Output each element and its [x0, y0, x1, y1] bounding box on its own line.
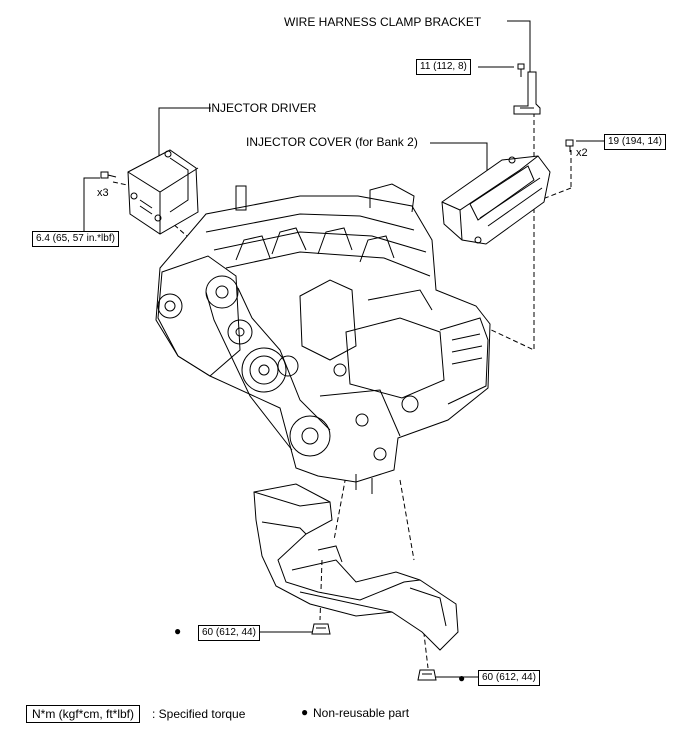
driver-label: INJECTOR DRIVER [208, 101, 317, 115]
cover-bolt-icon [565, 139, 574, 152]
bracket-label: WIRE HARNESS CLAMP BRACKET [284, 15, 482, 29]
cover-torque-box: 19 (194, 14) [604, 134, 666, 150]
driver-bolt-icon [100, 171, 117, 179]
mount-right-torque-box: 60 (612, 44) [478, 670, 540, 686]
legend-non-reusable-text: Non-reusable part [313, 706, 410, 720]
cover-label: INJECTOR COVER (for Bank 2) [246, 135, 418, 149]
mount-nut-right-icon [417, 669, 437, 681]
bracket-torque-box: 11 (112, 8) [416, 59, 471, 75]
injector-driver [127, 149, 199, 235]
non-reusable-marker-right: ● [458, 671, 466, 685]
legend-torque-text: : Specified torque [152, 707, 246, 721]
bracket-bolt-icon [517, 63, 525, 77]
mount-nut-left-icon [311, 623, 331, 635]
wire-harness-clamp-bracket [513, 71, 541, 115]
driver-bolt-quantity: x3 [97, 187, 109, 199]
engine-assembly [155, 183, 491, 494]
cover-bolt-quantity: x2 [576, 147, 588, 159]
driver-torque-box: 6.4 (65, 57 in.*lbf) [32, 231, 119, 247]
legend-non-reusable-symbol: ● [301, 705, 309, 719]
mount-left-torque-box: 60 (612, 44) [198, 625, 260, 641]
non-reusable-marker-left: ● [174, 624, 182, 638]
injector-cover [441, 155, 551, 245]
legend-torque-box: N*m (kgf*cm, ft*lbf) [26, 705, 141, 723]
engine-mount-crossmember [253, 483, 459, 651]
